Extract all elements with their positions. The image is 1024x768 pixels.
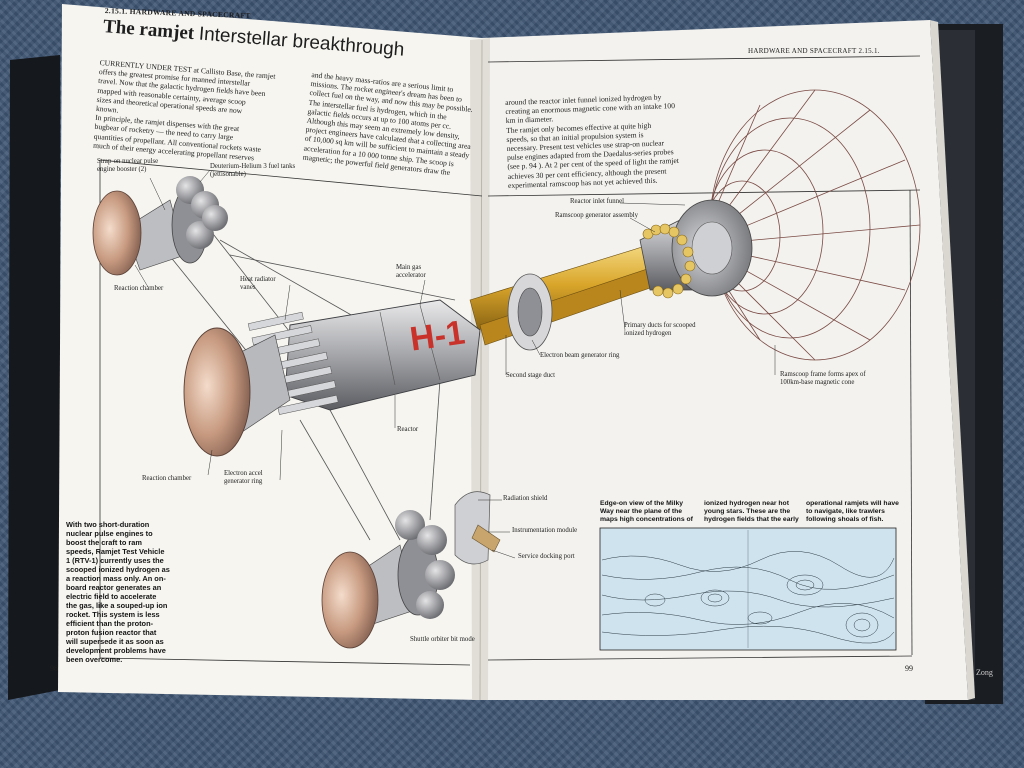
- section-header-right: HARDWARE AND SPACECRAFT 2.15.1.: [748, 47, 880, 55]
- map-caption-3: operational ramjets will have to navigat…: [806, 500, 906, 525]
- label-line: Electron accel: [224, 470, 263, 477]
- caption-line: the gas, like a souped-up ion: [66, 601, 168, 610]
- label-line: accelerator: [396, 272, 426, 279]
- label-line: Deuterium-Helium 3 fuel tanks: [210, 163, 296, 170]
- map-caption-line: operational ramjets will have: [806, 500, 899, 507]
- label-line: Strap-on nuclear pulse: [97, 158, 159, 165]
- map-caption-line: ionized hydrogen near hot: [704, 500, 789, 507]
- caption-line: been overcome.: [66, 655, 123, 664]
- caption-line: rocket. This system is less: [66, 610, 160, 619]
- service-module: [454, 491, 501, 565]
- label-fuel-tanks: Deuterium-Helium 3 fuel tanks (jettisona…: [210, 163, 295, 179]
- label-shuttle: Shuttle orbiter bit mode: [410, 636, 475, 643]
- caption-line: nuclear pulse engines to: [66, 529, 153, 538]
- booster-struts: [164, 229, 456, 541]
- center-reaction-chamber: [183, 327, 291, 457]
- map-caption-line: to navigate, like trawlers: [806, 508, 885, 516]
- map-caption-line: hydrogen fields that the early: [704, 516, 799, 524]
- label-second-stage: Second stage duct: [506, 372, 556, 379]
- top-booster: [92, 176, 228, 276]
- label-line: Ramscoop frame forms apex of: [780, 371, 866, 378]
- hydrogen-map: [599, 527, 897, 651]
- caption-line: 1 (RTV-1) currently uses the: [66, 556, 164, 565]
- map-caption-line: Way near the plane of the: [600, 508, 683, 516]
- label-electron-accel: Electron accel generator ring: [224, 470, 263, 486]
- caption-line: With two short-duration: [66, 520, 150, 529]
- ship-marking: H-1: [407, 313, 468, 359]
- gold-bead-ring: [642, 223, 696, 299]
- cover-edge-text: Zong: [976, 668, 993, 677]
- ramscoop-assembly: [639, 199, 753, 299]
- map-caption-1: Edge-on view of the Milky Way near the p…: [600, 500, 698, 525]
- page-number-left: 98: [50, 664, 58, 673]
- label-line: generator ring: [224, 478, 263, 485]
- body-column-2: and the heavy mass-ratios are a serious …: [302, 70, 481, 179]
- body-column-1: CURRENTLY UNDER TEST at Callisto Base, t…: [93, 58, 305, 166]
- label-main-accelerator: Main gas accelerator: [396, 264, 426, 280]
- electron-beam-ring: [507, 273, 553, 351]
- figure-caption: With two short-duration nuclear pulse en…: [66, 520, 186, 664]
- label-docking-port: Service docking port: [518, 553, 575, 560]
- label-electron-beam: Electron beam generator ring: [540, 352, 620, 359]
- map-caption-2: ionized hydrogen near hot young stars. T…: [704, 500, 802, 525]
- label-line: ionized hydrogen: [624, 330, 672, 337]
- leader-lines: [134, 169, 776, 559]
- label-line: engine booster (2): [97, 166, 147, 173]
- label-line: Heat radiator: [240, 276, 276, 283]
- label-line: Main gas: [396, 264, 422, 271]
- caption-line: board reactor generates an: [66, 583, 162, 592]
- label-reaction-chamber-top: Reaction chamber: [114, 285, 164, 292]
- label-line: 100km-base magnetic cone: [780, 379, 855, 386]
- label-reaction-chamber-bottom: Reaction chamber: [142, 475, 192, 482]
- caption-line: boost the craft to ram: [66, 538, 142, 547]
- label-primary-ducts: Primary ducts for scooped ionized hydrog…: [624, 322, 696, 338]
- caption-line: electric field to accelerate: [66, 592, 157, 601]
- label-ramscoop-frame: Ramscoop frame forms apex of 100km-base …: [780, 371, 866, 387]
- label-line: (jettisonable): [210, 171, 246, 178]
- caption-line: proton fusion reactor that: [66, 628, 157, 637]
- map-caption-line: following shoals of fish.: [806, 516, 884, 524]
- bottom-booster: [321, 510, 455, 649]
- caption-line: a reaction mass only. An on-: [66, 574, 166, 583]
- caption-line: efficient than the proton-: [66, 619, 154, 628]
- label-inlet-funnel: Reactor inlet funnel: [570, 198, 624, 205]
- label-line: Primary ducts for scooped: [624, 322, 696, 329]
- map-caption-line: young stars. These are the: [704, 508, 791, 516]
- body-column-3: around the reactor inlet funnel ionized …: [505, 92, 693, 190]
- map-caption-line: Edge-on view of the Milky: [600, 500, 684, 507]
- caption-line: development problems have: [66, 646, 166, 655]
- page-rules: [99, 55, 921, 666]
- label-radiation-shield: Radiation shield: [503, 495, 548, 502]
- map-caption-line: maps high concentrations of: [600, 516, 693, 524]
- label-generator-assembly: Ramscoop generator assembly: [555, 212, 639, 219]
- label-line: vanes: [240, 284, 256, 291]
- caption-line: speeds, Ramjet Test Vehicle: [66, 547, 165, 556]
- label-booster: Strap-on nuclear pulse engine booster (2…: [97, 158, 158, 174]
- label-heat-radiator: Heat radiator vanes: [240, 276, 276, 292]
- caption-line: will supersede it as soon as: [66, 637, 164, 646]
- caption-line: scooped ionized hydrogen as: [66, 565, 170, 574]
- label-instrumentation: Instrumentation module: [512, 527, 578, 534]
- page-number-right: 99: [905, 664, 913, 673]
- label-reactor: Reactor: [397, 426, 419, 433]
